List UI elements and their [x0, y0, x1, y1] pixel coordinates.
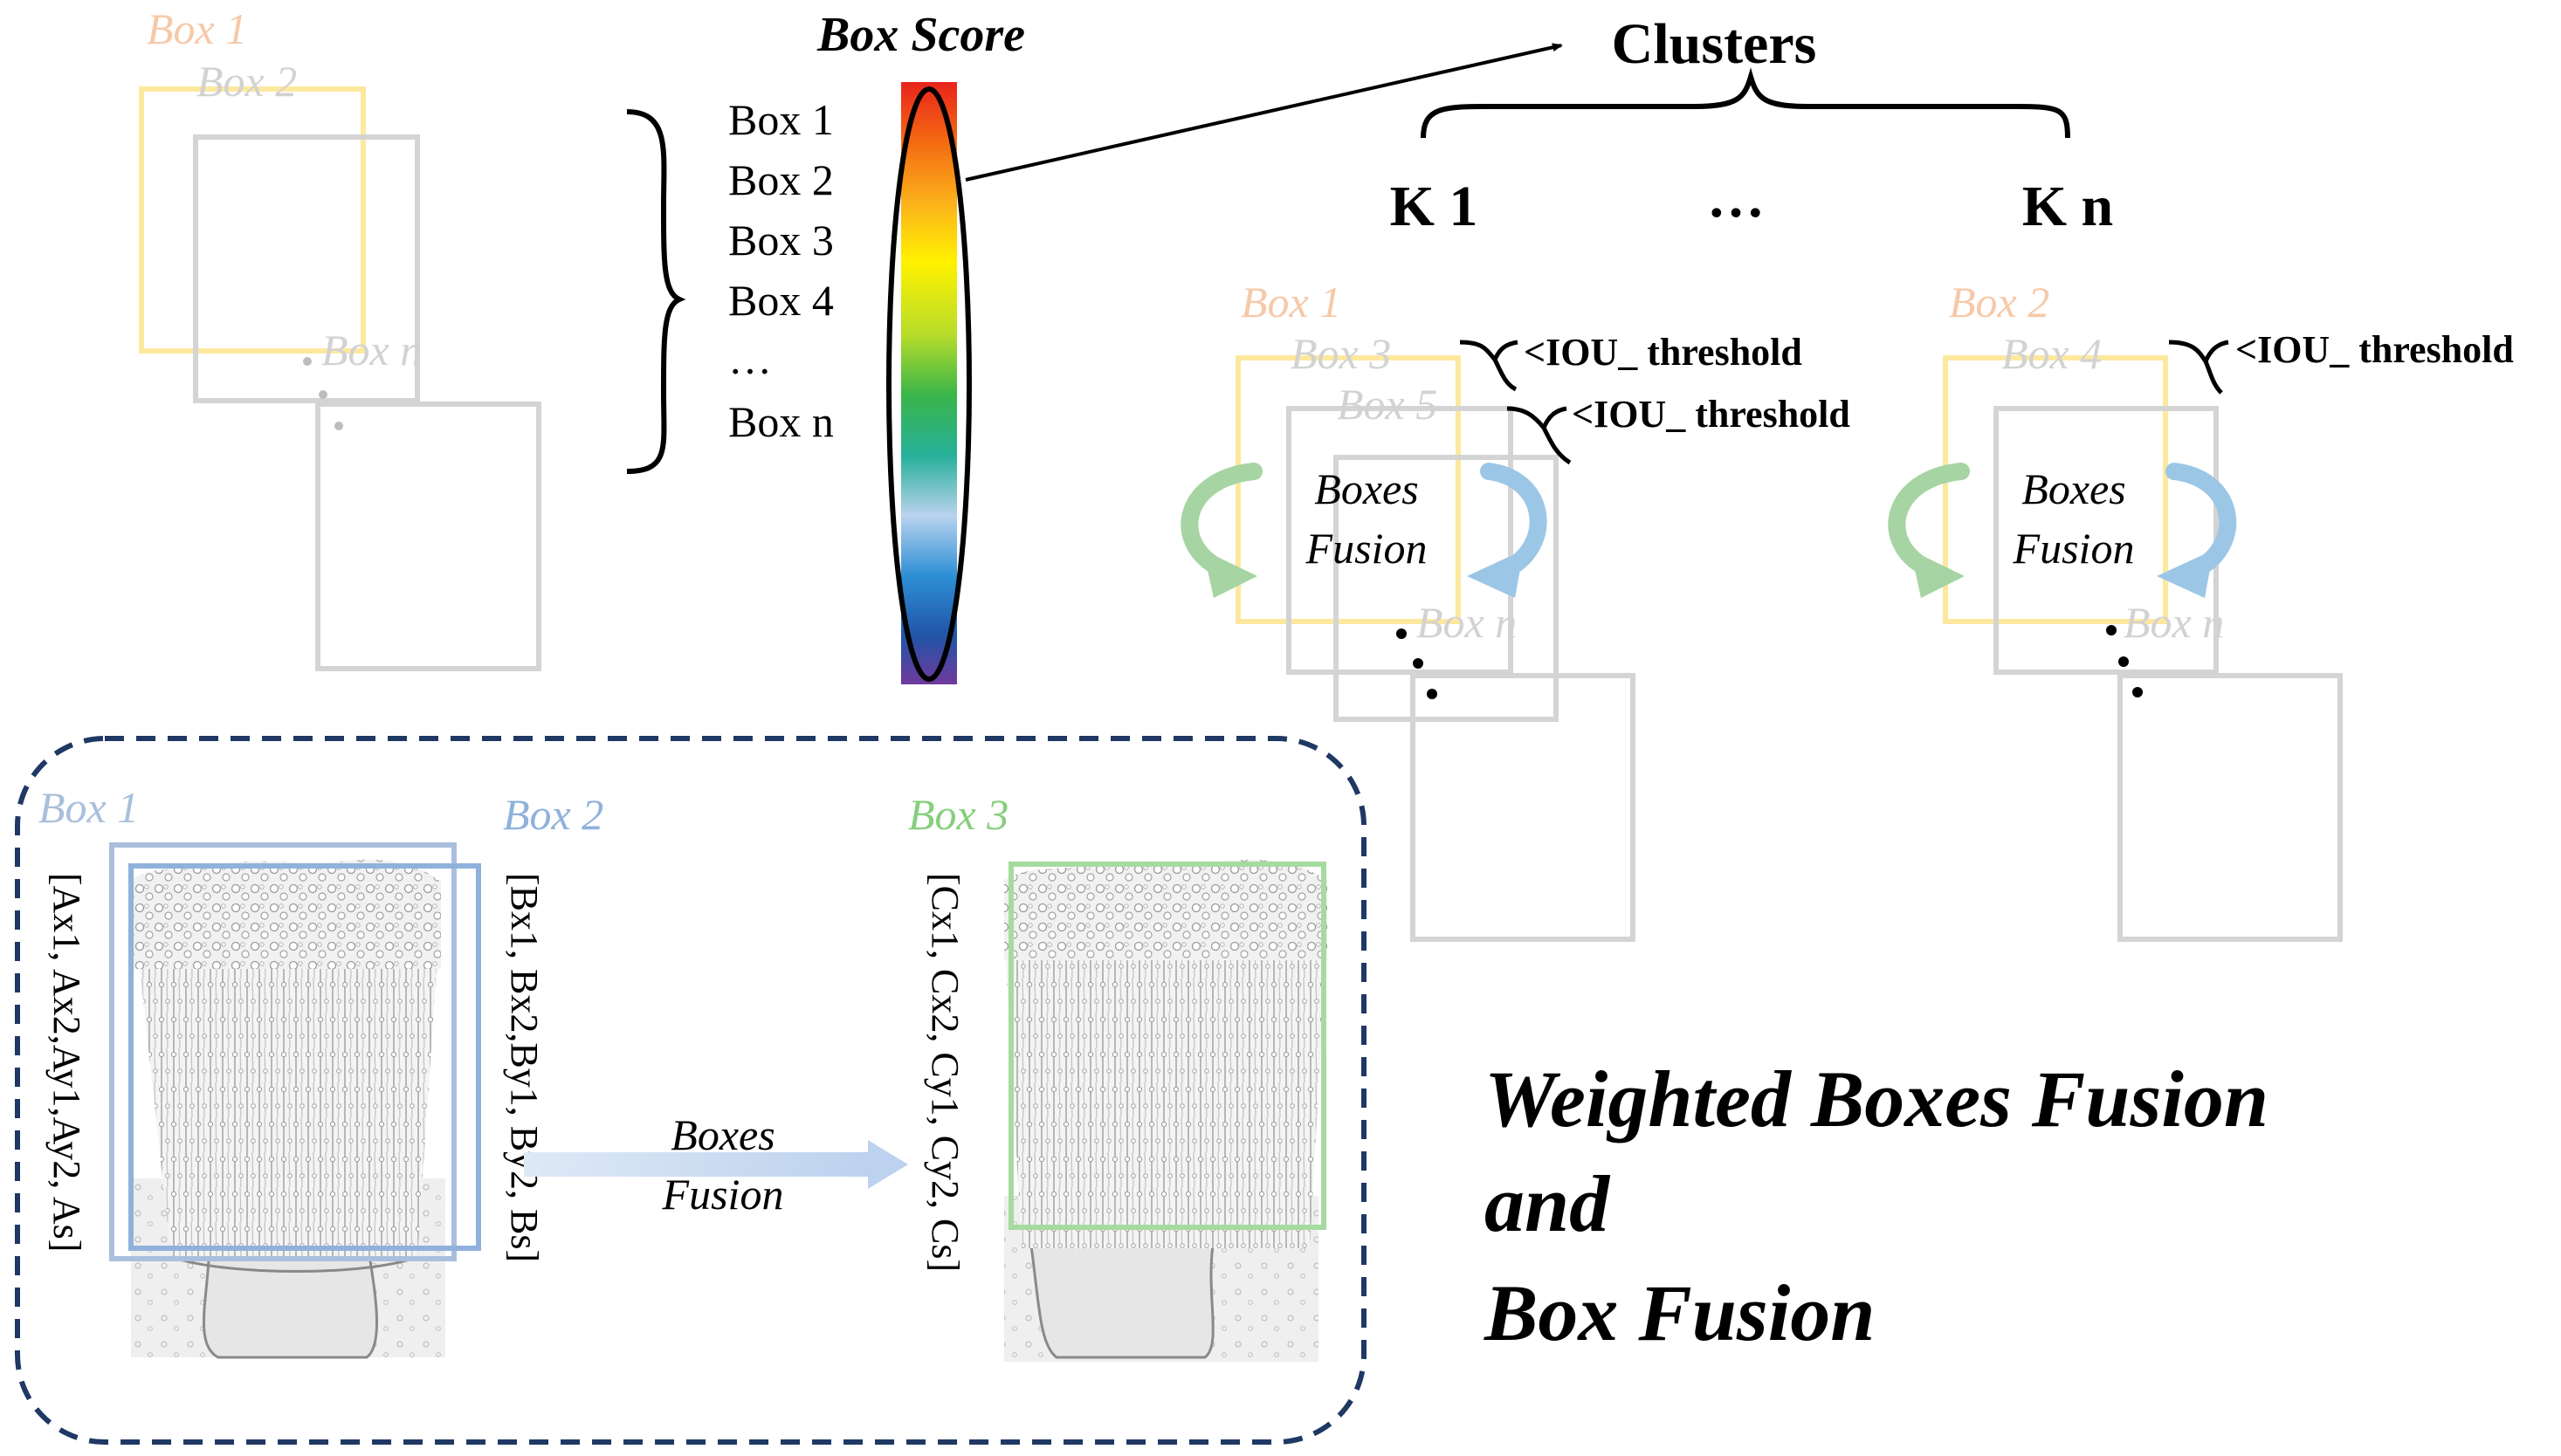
- score-gradient-bar: [901, 82, 957, 684]
- cluster-k1-box-1-rect: [1236, 355, 1461, 624]
- clusters-header: Clusters K 1 … K n: [1390, 12, 2114, 238]
- example-coords-a: [Ax1, Ax2,Ay1,Ay2, As]: [45, 873, 88, 1252]
- ellipsis-dot: [2118, 656, 2129, 667]
- threshold-brace-icon: [1459, 340, 1518, 392]
- cluster-kn-box-n-rect: [2117, 673, 2343, 942]
- headline-line-1: Weighted Boxes Fusion: [1484, 1054, 2268, 1144]
- cluster-ellipsis-label: …: [1707, 166, 1765, 230]
- cluster-kn-fusion-label-1: Boxes: [2021, 464, 2125, 513]
- score-panel: Box 1 Box 2 Box 3 Box 4 … Box n Box Scor…: [626, 8, 1563, 684]
- fusion-arrow-blue-icon: [1480, 463, 1547, 576]
- cluster-k1-box-5-label: Box 5: [1337, 380, 1437, 429]
- clusters-brace-icon: [1421, 67, 2070, 139]
- fusion-arrow-green-head-icon: [1910, 550, 1965, 598]
- ellipsis-dot: [334, 422, 343, 430]
- example-box-1-label: Box 1: [38, 783, 139, 832]
- score-list-item-2: Box 2: [728, 155, 834, 204]
- example-panel: Box 1 Box 2 [Ax1, Ax2,Ay1,Ay2, As] [Bx1,…: [15, 736, 1367, 1445]
- cluster-kn-box-4-label: Box 4: [2001, 329, 2102, 378]
- example-coords-c: [Cx1, Cx2, Cy1, Cy2, Cs]: [924, 873, 967, 1272]
- example-fusion-arrow-head-icon: [868, 1140, 908, 1189]
- score-highlight-ellipse: [886, 86, 972, 682]
- cluster-kn-fusion-label-2: Fusion: [2013, 524, 2135, 573]
- threshold-brace-icon: [1506, 406, 1572, 465]
- cluster-k1-threshold-1: <IOU_ threshold: [1524, 331, 1802, 374]
- initial-box-n-rect: [315, 402, 541, 671]
- score-list-item-3: Box 3: [728, 216, 834, 264]
- ellipsis-dot: [319, 390, 327, 399]
- fusion-arrow-green-icon: [1888, 463, 1970, 576]
- headline: Weighted Boxes Fusion and Box Fusion: [1484, 1054, 2268, 1357]
- mushroom-image-right: [1004, 859, 1327, 1362]
- score-title: Box Score: [816, 8, 1025, 62]
- fusion-arrow-blue-icon: [2165, 463, 2237, 576]
- cluster-k1-threshold-2: <IOU_ threshold: [1572, 393, 1850, 436]
- cluster-kn-group: Box 2 Box 4 Box n <IOU_ threshold Boxes …: [1888, 278, 2514, 942]
- clusters-title: Clusters: [1612, 12, 1817, 76]
- cluster-k1-group: Box 1 Box 3 Box 5 Box n <IOU_ threshold …: [1181, 278, 1850, 942]
- ellipsis-dot: [1396, 628, 1407, 639]
- fusion-arrow-green-icon: [1181, 463, 1263, 576]
- cluster-k1-box-3-label: Box 3: [1291, 329, 1391, 378]
- example-fusion-label-2: Fusion: [662, 1170, 784, 1219]
- score-list-item-1: Box 1: [728, 95, 834, 144]
- example-fusion-arrow-shaft: [524, 1152, 870, 1177]
- initial-box-2-label: Box 2: [196, 57, 297, 106]
- initial-box-2-rect: [193, 134, 420, 403]
- score-list-item-ellipsis: …: [728, 334, 772, 383]
- initial-box-n-label: Box n: [321, 326, 422, 374]
- cluster-kn-threshold-1: <IOU_ threshold: [2235, 328, 2514, 371]
- cluster-k1-box-1-label: Box 1: [1241, 278, 1341, 326]
- headline-line-2: and: [1484, 1159, 1611, 1248]
- score-list-item-4: Box 4: [728, 276, 834, 325]
- ellipsis-dot: [2106, 625, 2117, 635]
- cluster-kn-box-2-label: Box 2: [1949, 278, 2049, 326]
- cluster-k1-box-n-rect: [1410, 673, 1635, 942]
- cluster-k1-box-5-rect: [1333, 455, 1559, 722]
- ellipsis-dot: [303, 357, 312, 366]
- score-list-item-n: Box n: [728, 397, 834, 446]
- cluster-k1-box-n-label: Box n: [1416, 598, 1517, 647]
- cluster-k1-fusion-label-2: Fusion: [1305, 524, 1428, 573]
- initial-box-1-rect: [139, 86, 366, 354]
- headline-line-3: Box Fusion: [1484, 1268, 1875, 1357]
- cluster-kn-label: K n: [2022, 175, 2114, 238]
- initial-boxes-group: Box 1 Box 2 Box n: [139, 4, 541, 671]
- cluster-k1-box-3-rect: [1286, 406, 1513, 675]
- cluster-kn-box-n-label: Box n: [2124, 598, 2224, 647]
- initial-box-1-label: Box 1: [147, 4, 247, 53]
- ellipsis-dot: [1427, 689, 1437, 699]
- example-box-3-label: Box 3: [908, 790, 1009, 839]
- cluster-k1-fusion-label-1: Boxes: [1314, 464, 1418, 513]
- fusion-arrow-blue-head-icon: [2157, 550, 2213, 598]
- example-box-2-rect: [128, 863, 481, 1251]
- threshold-brace-icon: [2168, 340, 2229, 395]
- example-box-3-rect: [1009, 862, 1326, 1230]
- ellipsis-dot: [1413, 658, 1423, 669]
- fusion-arrow-green-head-icon: [1203, 550, 1257, 598]
- ellipsis-dot: [2132, 687, 2143, 697]
- list-brace-icon: [626, 109, 686, 474]
- mushroom-image-left: [131, 859, 445, 1359]
- example-fusion-label-1: Boxes: [671, 1110, 774, 1159]
- fusion-arrow-blue-head-icon: [1467, 550, 1524, 598]
- example-box-1-rect: [109, 842, 457, 1261]
- example-box-2-label: Box 2: [503, 790, 603, 839]
- example-coords-b: [Bx1, Bx2,By1, By2, Bs]: [503, 873, 546, 1262]
- cluster-kn-box-2-rect: [1943, 355, 2168, 624]
- example-frame: [15, 736, 1367, 1445]
- to-clusters-arrow: [965, 43, 1563, 182]
- cluster-k1-label: K 1: [1390, 175, 1478, 238]
